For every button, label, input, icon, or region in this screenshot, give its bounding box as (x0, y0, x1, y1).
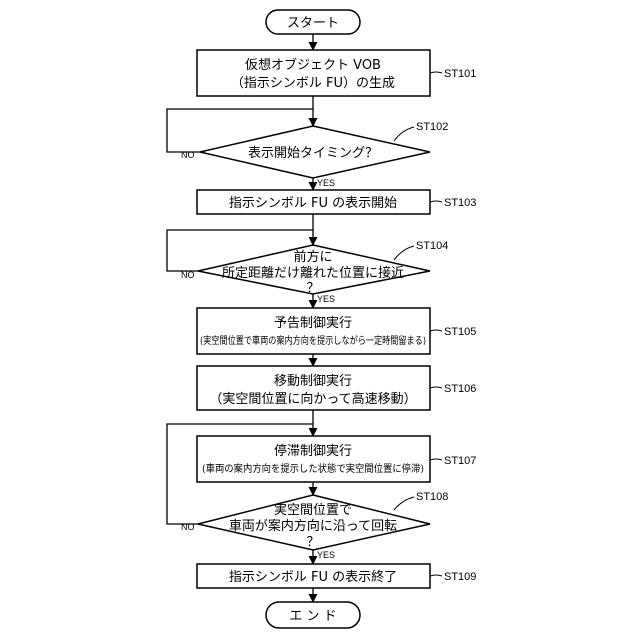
st108-yes-label: YES (317, 550, 335, 560)
process-st106: 移動制御実行 （実空間位置に向かって高速移動） ST106 (197, 366, 476, 410)
st107-text-line1: 停滞制御実行 (274, 443, 352, 459)
st106-step-label: ST106 (444, 383, 476, 395)
st104-step-label: ST104 (416, 240, 448, 252)
process-st107: 停滞制御実行 (車両の案内方向を提示した状態で実空間位置に停滞) ST107 (197, 436, 476, 482)
process-st103: 指示シンボル FU の表示開始 ST103 (197, 190, 476, 214)
st101-text-line1: 仮想オブジェクト VOB (245, 57, 381, 73)
process-st101: 仮想オブジェクト VOB （指示シンボル FU）の生成 ST101 (197, 50, 476, 96)
decision-st104: 前方に 所定距離だけ離れた位置に接近 ？ ST104 NO YES (181, 240, 448, 304)
st108-step-label: ST108 (416, 491, 448, 503)
st101-text-line2: （指示シンボル FU）の生成 (231, 76, 395, 91)
st108-text-line2: 車両が案内方向に沿って回転 (229, 518, 397, 534)
st102-step-label: ST102 (416, 121, 448, 133)
st106-text-line1: 移動制御実行 (274, 373, 352, 389)
process-st105: 予告制御実行 (実空間位置で車両の案内方向を提示しながら一定時間留まる) ST1… (197, 308, 476, 354)
st104-text-line2: 所定距離だけ離れた位置に接近 (222, 265, 404, 281)
process-st109: 指示シンボル FU の表示終了 ST109 (197, 564, 476, 588)
st102-no-label: NO (181, 150, 195, 160)
st106-text-line2: （実空間位置に向かって高速移動） (209, 391, 416, 407)
st105-step-label: ST105 (444, 326, 476, 338)
st107-step-label: ST107 (444, 455, 476, 467)
end-terminal: エ ン ド (266, 602, 360, 628)
st107-text-line2: (車両の案内方向を提示した状態で実空間位置に停滞) (202, 462, 424, 475)
start-terminal: スタート (266, 10, 360, 34)
st103-step-label: ST103 (444, 197, 476, 209)
st102-text-line1: 表示開始タイミング？ (248, 146, 378, 161)
decision-st108: 実空間位置で 車両が案内方向に沿って回転 ？ ST108 NO YES (181, 491, 448, 560)
st108-text-line1: 実空間位置で (274, 502, 352, 518)
st108-text-line3: ？ (306, 535, 319, 550)
st109-step-label: ST109 (444, 571, 476, 583)
st104-yes-label: YES (317, 294, 335, 304)
start-label: スタート (287, 16, 339, 31)
st109-text-line1: 指示シンボル FU の表示終了 (229, 569, 397, 585)
decision-st102: 表示開始タイミング？ ST102 NO YES (181, 121, 448, 188)
st102-yes-label: YES (317, 178, 335, 188)
st104-no-label: NO (181, 270, 195, 280)
st101-step-label: ST101 (444, 68, 476, 80)
end-label: エ ン ド (289, 609, 336, 624)
st103-text-line1: 指示シンボル FU の表示開始 (229, 196, 397, 211)
st105-text-line1: 予告制御実行 (274, 315, 352, 331)
st104-text-line1: 前方に (293, 249, 332, 265)
st108-no-label: NO (181, 522, 195, 532)
st105-text-line2: (実空間位置で車両の案内方向を提示しながら一定時間留まる) (200, 334, 426, 347)
